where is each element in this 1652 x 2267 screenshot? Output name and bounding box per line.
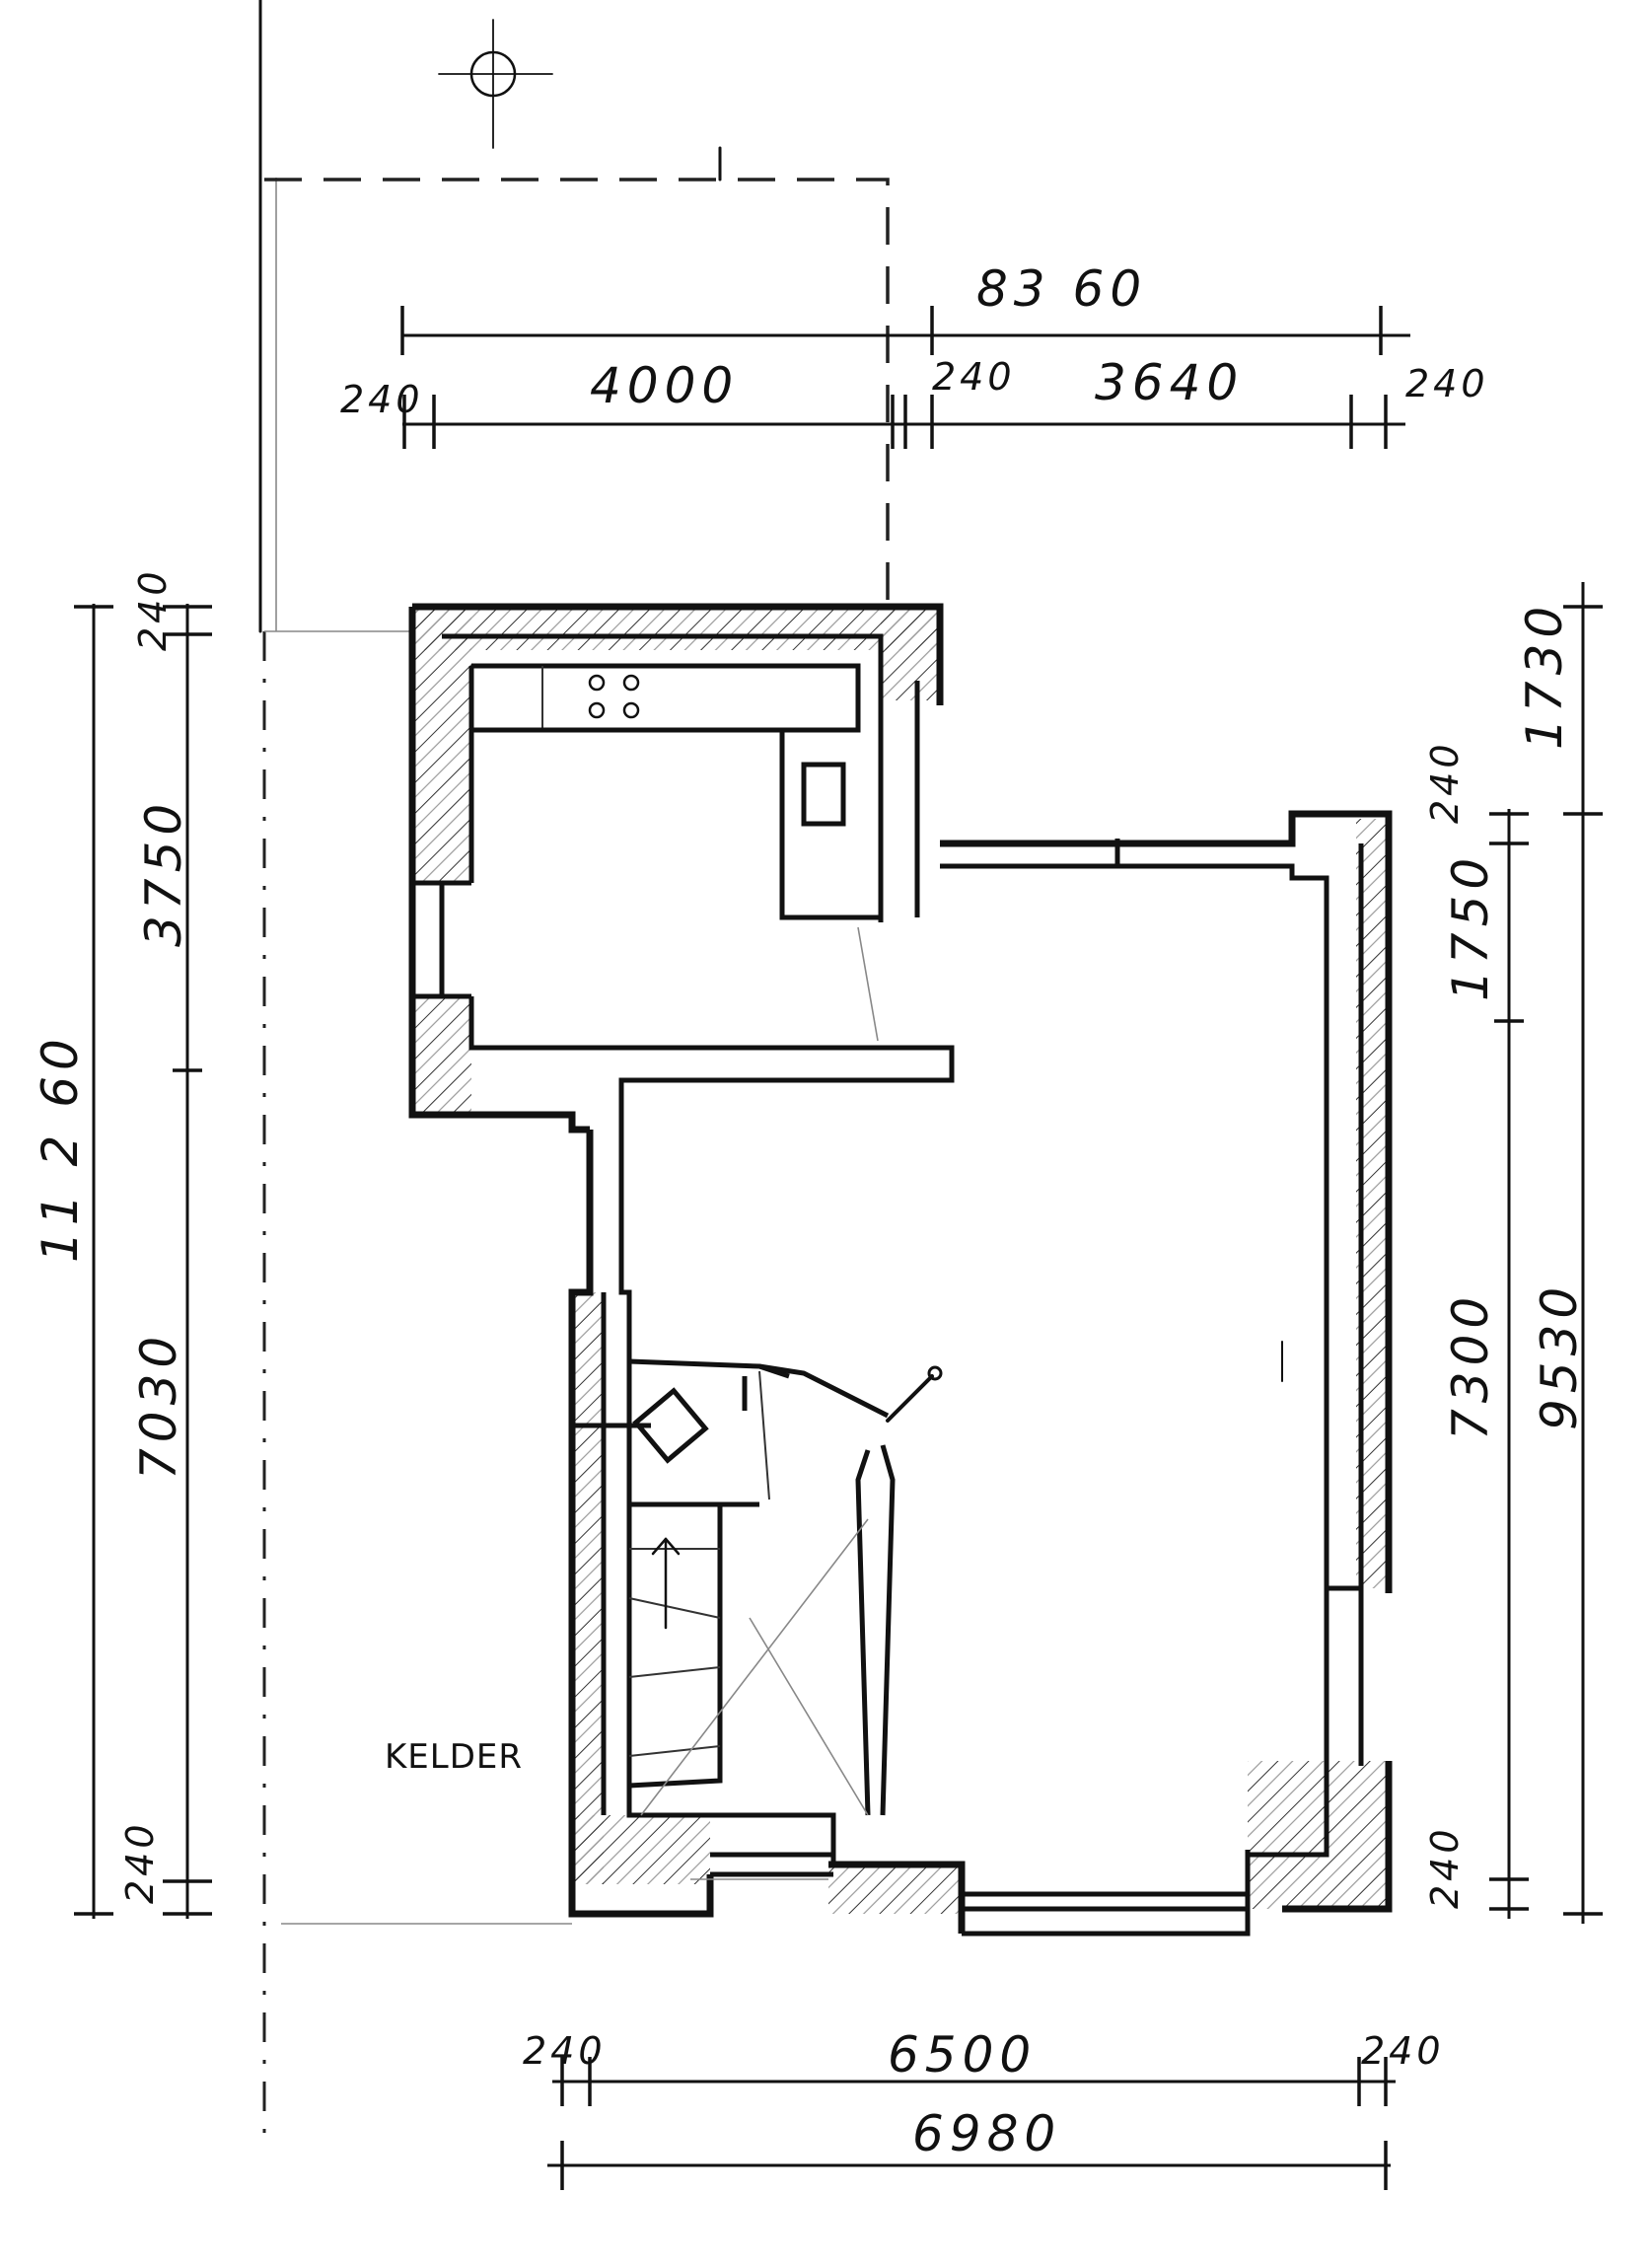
cellar-right-wall — [855, 1449, 871, 1816]
left-inner-wall — [618, 1133, 836, 1865]
dim-bottom-span: 6500 — [888, 2026, 1037, 2084]
kitchen-door-swing — [857, 926, 879, 1042]
dim-right-total: 9530 — [1531, 1281, 1588, 1430]
living-top-right-outer — [940, 810, 1393, 1593]
walls: KELDER — [385, 603, 1393, 1937]
terrace-outline-dashed — [264, 178, 890, 612]
kitchen-inner-top — [442, 633, 884, 922]
dim-top-kitchen-span: 4000 — [590, 357, 739, 414]
cooktop-icon — [588, 674, 640, 719]
stair-stringer — [628, 1501, 723, 1789]
dim-bottom-left-wall: 240 — [523, 2029, 607, 2073]
site-context — [258, 0, 890, 2151]
bottom-mid-wall-hatch — [828, 1865, 962, 1914]
sink-icon — [801, 762, 846, 827]
kitchen-bottom-wall — [468, 996, 955, 1133]
dim-bottom-right-wall: 240 — [1361, 2029, 1445, 2073]
cellar-diagonal — [640, 1518, 869, 1816]
top-dimension-lines: 83 60 240 4000 240 3640 240 — [340, 260, 1489, 449]
counter-outline — [471, 663, 881, 920]
kitchen-top-wall-hatch — [412, 607, 940, 650]
kitchen-outer-top — [412, 603, 944, 705]
room-label-cellar: KELDER — [385, 1737, 523, 1777]
cellar-diagonal-2 — [749, 1617, 869, 1816]
dim-right-top-wall: 240 — [1423, 740, 1467, 824]
kitchen-left-wall-hatch — [412, 607, 471, 883]
north-symbol-icon — [438, 19, 553, 149]
dim-left-bottom-wall: 240 — [118, 1820, 162, 1904]
living-top-right-inner — [940, 863, 1361, 1591]
dim-left-total: 11 2 60 — [32, 1033, 89, 1263]
stair-top-angle — [758, 1363, 890, 1419]
cellar-stair-block — [572, 1341, 1283, 1880]
dim-top-mid-wall: 240 — [932, 355, 1016, 399]
dim-top-right-wall: 240 — [1405, 362, 1489, 405]
kitchen-counter — [471, 663, 881, 1042]
dim-top-living-span: 3640 — [1095, 354, 1244, 411]
dim-right-main-depth: 7300 — [1442, 1291, 1499, 1440]
stair-tread-3 — [628, 1666, 721, 1678]
bottom-right-wall-hatch — [1248, 1761, 1386, 1909]
dim-right-top-offset: 1730 — [1516, 601, 1573, 750]
cellar-hatch-icon — [632, 1387, 709, 1464]
left-dimension-lines: 11 2 60 240 3750 7030 240 — [32, 567, 212, 1919]
cellar-right-wall-2 — [880, 1444, 896, 1816]
left-outer-wall — [568, 1130, 714, 1918]
dim-top-total: 83 60 — [976, 260, 1147, 318]
stair-tread-2 — [628, 1597, 721, 1619]
kitchen-right-wall-hatch — [881, 607, 940, 700]
dim-right-bottom-wall: 240 — [1423, 1825, 1467, 1909]
dim-left-top-wall: 240 — [131, 567, 175, 651]
dim-bottom-total: 6980 — [912, 2105, 1061, 2162]
stair-guide — [758, 1370, 770, 1500]
kitchen-walls — [408, 603, 955, 1134]
dim-top-left-wall: 240 — [340, 378, 424, 421]
right-bottom-outer — [1282, 1761, 1393, 1913]
bottom-left-wall-hatch — [572, 1815, 710, 1884]
kitchen-outer-left — [408, 607, 590, 1134]
dim-left-living-depth: 7030 — [130, 1331, 187, 1480]
dim-right-upper-segment: 1750 — [1442, 852, 1499, 1001]
left-wall-hatch — [572, 1292, 604, 1884]
living-walls — [568, 810, 1393, 1937]
door-leaf — [886, 1374, 934, 1423]
right-dimension-lines: 240 1750 7300 240 1730 9530 — [1423, 582, 1603, 1924]
door-hinge-icon — [927, 1365, 943, 1381]
dim-left-kitchen-depth: 3750 — [135, 798, 192, 947]
kitchen-left-lower-hatch — [412, 996, 471, 1115]
stair-tread-4 — [628, 1745, 721, 1757]
bottom-dimension-lines: 240 6500 240 6980 — [523, 2026, 1445, 2190]
